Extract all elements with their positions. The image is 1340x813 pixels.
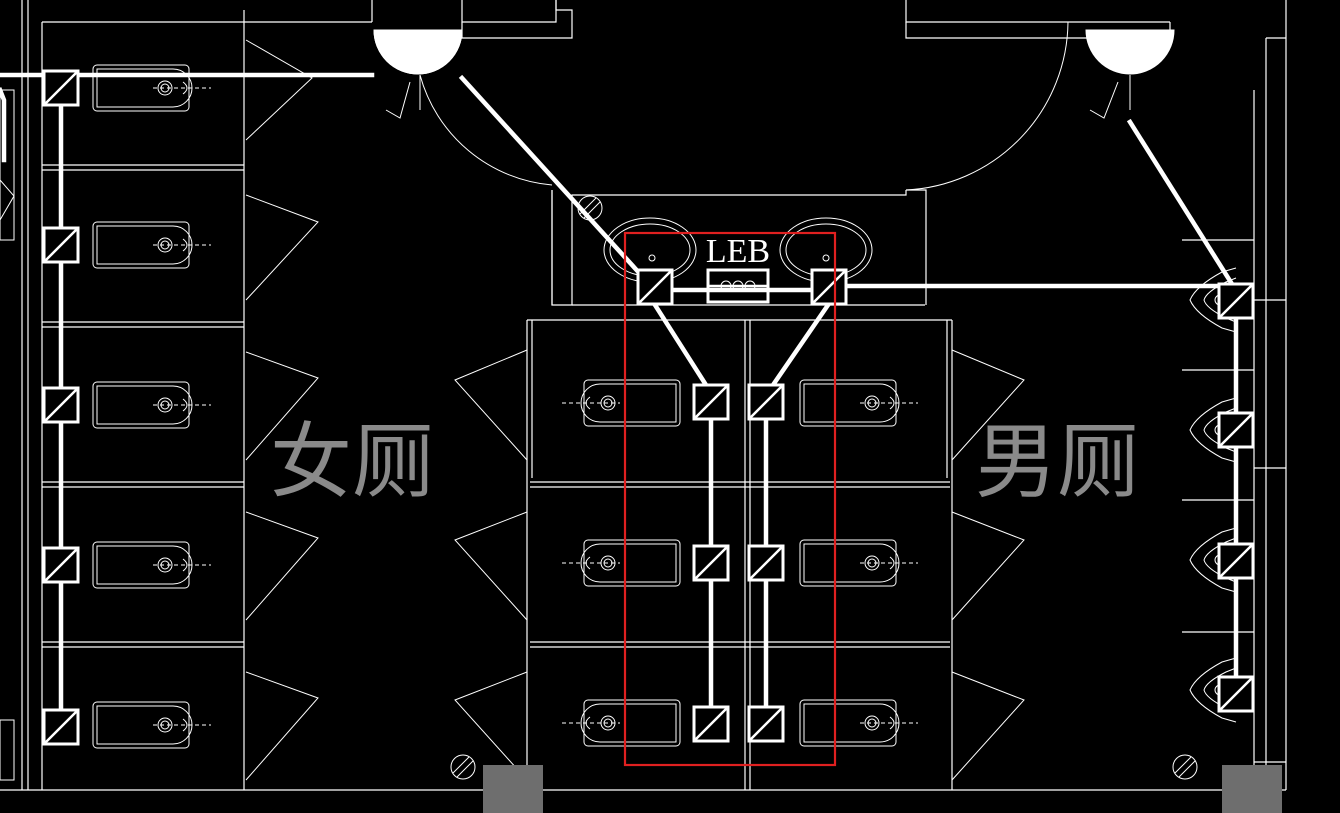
column-block [1222,765,1282,813]
exhaust-fan-icon [692,383,730,421]
toilet-icon [562,699,681,747]
toilet-icon [92,701,211,749]
column-block [483,765,543,813]
toilet-icon [562,539,681,587]
exhaust-fan-icon [747,544,785,582]
exhaust-fan-icon [692,544,730,582]
toilet-icon [92,541,211,589]
leb-box: LEB [706,233,770,304]
womens-restroom-label: 女厕 [270,415,434,510]
toilets [92,64,918,749]
exhaust-fan-icon [747,705,785,743]
structural-columns [483,765,1282,813]
toilet-icon [799,699,918,747]
exhaust-fan-icon [810,268,848,306]
exhaust-fan-icon [42,708,80,746]
exhaust-fan-icon [1217,282,1255,320]
toilet-icon [562,379,681,427]
switch-icon [1089,81,1119,119]
toilet-icon [799,379,918,427]
floor-drain-icon [450,754,476,780]
exhaust-fan-icon [636,268,674,306]
exhaust-fans [42,69,1255,746]
dome-light-icon [373,29,463,75]
exhaust-fan-icon [747,383,785,421]
door-swings [245,21,1131,781]
exhaust-fan-icon [1217,675,1255,713]
toilet-icon [92,381,211,429]
exhaust-fan-icon [692,705,730,743]
mens-restroom-label: 男厕 [975,415,1139,510]
toilet-icon [799,539,918,587]
exhaust-fan-icon [42,226,80,264]
exhaust-fan-icon [42,546,80,584]
switch-icon [385,81,411,119]
exhaust-fan-icon [42,69,80,107]
leb-label: LEB [706,233,770,270]
walls [0,0,1287,791]
floor-drain-icon [1172,754,1198,780]
highlight-selection-box [623,231,837,767]
exhaust-fan-icon [1217,411,1255,449]
exhaust-fan-icon [42,386,80,424]
dome-light-icon [1085,29,1175,75]
urinals [1189,267,1237,723]
ceiling-lights [373,29,1175,119]
toilet-icon [92,221,211,269]
exhaust-fan-icon [1217,542,1255,580]
toilet-icon [92,64,211,112]
